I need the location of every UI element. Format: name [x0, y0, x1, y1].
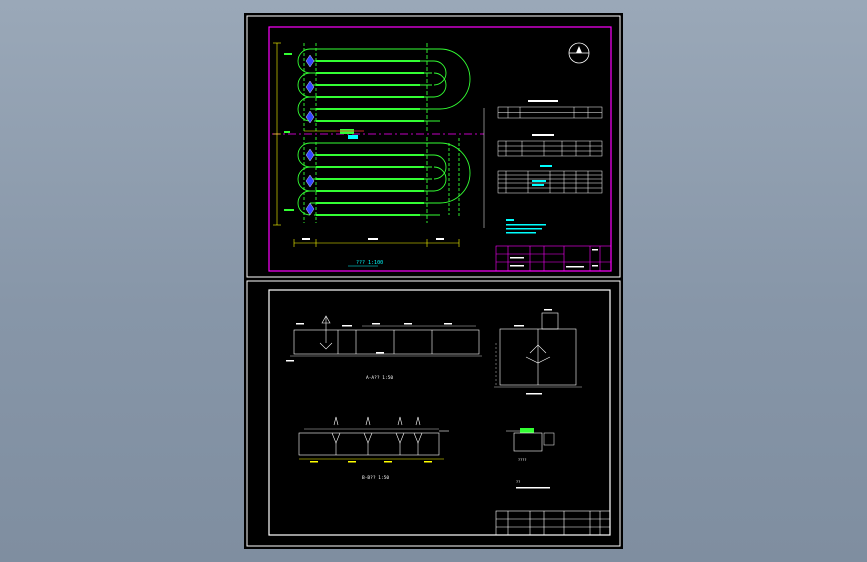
sheet1-border: [268, 26, 612, 272]
aerator-markers: [305, 54, 315, 216]
plan-notes: [506, 219, 546, 234]
sheet2-outer-frame: [246, 280, 621, 547]
pipe-thick-lower: [316, 154, 424, 216]
dimension-lines: [273, 42, 485, 247]
section-b-title: B-B?? 1:50: [362, 475, 389, 481]
title-block-2: [495, 510, 611, 536]
north-arrow-icon: [568, 42, 590, 64]
drawing-sheet: ??? 1:100: [244, 13, 623, 549]
sheet1-outer-frame: [246, 15, 621, 278]
section-a: [290, 315, 482, 357]
title-block-1-text: [510, 249, 598, 268]
section-b-markers: [310, 461, 432, 463]
table-3: [497, 165, 603, 194]
table-1: [497, 100, 603, 119]
sheet2: A-A?? 1:50: [246, 280, 621, 547]
inlet-fitting: [304, 129, 364, 139]
cad-drawing: ??? 1:100: [246, 15, 621, 547]
section-b: [298, 416, 449, 460]
section-a-labels: [286, 323, 452, 362]
pipe-group-upper: [297, 43, 471, 131]
notes-title: ??: [516, 480, 520, 484]
plan-title: ??? 1:100: [356, 260, 383, 266]
notes-line: [516, 487, 550, 489]
section-detail-right: [494, 312, 582, 388]
title-block-1: [495, 245, 612, 272]
sheet2-border: [268, 289, 611, 536]
plan-left-labels: [284, 53, 294, 211]
section-a-title: A-A?? 1:50: [366, 375, 393, 381]
section-detail-right-labels: [514, 309, 552, 395]
sheet1: ??? 1:100: [246, 15, 621, 278]
table-2: [497, 134, 603, 157]
small-detail: [506, 428, 555, 452]
dimension-labels: [302, 238, 444, 240]
pipe-thick-upper: [316, 60, 424, 122]
detail-title: ????: [518, 458, 526, 462]
